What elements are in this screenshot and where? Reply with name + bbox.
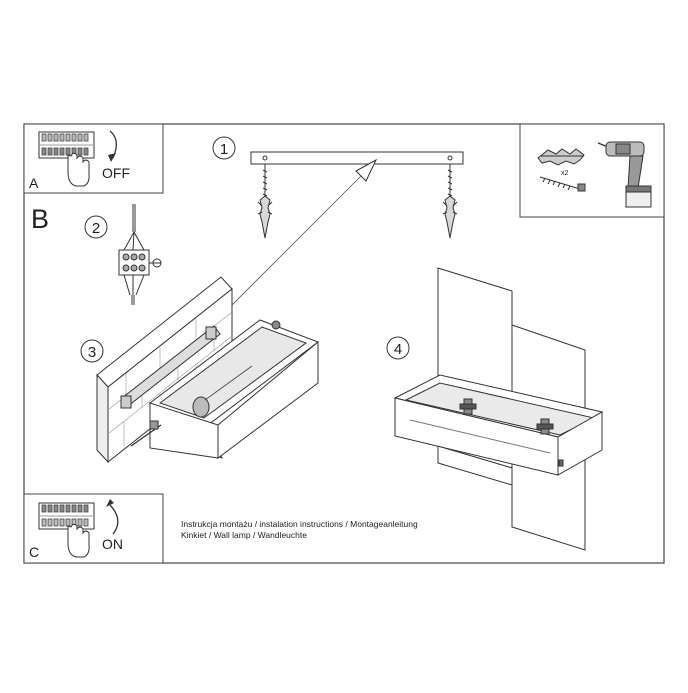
panel-a-letter: A — [29, 175, 39, 191]
hand-icon — [67, 152, 90, 187]
screw-with-plug-left — [257, 164, 273, 239]
bolt-right — [536, 418, 554, 435]
step-4: 4 — [386, 267, 604, 551]
bolt-left — [459, 398, 477, 415]
circuit-breaker-icon — [38, 502, 95, 530]
screw-with-plug-right — [442, 164, 458, 239]
step-1-number: 1 — [220, 141, 228, 158]
wall-plug-icon — [537, 148, 585, 166]
lamp-body — [148, 319, 320, 459]
drill-icon — [597, 141, 652, 208]
step-2-number: 2 — [92, 220, 100, 237]
screw-icon — [539, 176, 586, 192]
curved-arrow-up-icon — [109, 504, 119, 535]
tools-panel: x2 — [519, 123, 665, 218]
step-3-number: 3 — [88, 344, 96, 361]
step-1: 1 — [127, 136, 464, 410]
panel-b-letter: B — [31, 204, 49, 234]
outer-frame — [23, 123, 665, 564]
step-1-badge — [212, 136, 236, 160]
lamp-socket — [192, 396, 210, 418]
step-2-badge — [84, 215, 108, 239]
wall-plate — [96, 276, 233, 464]
step-3: 3 — [80, 276, 320, 464]
caption-instructions: Instrukcja montażu / instalation instruc… — [181, 519, 418, 529]
mounting-screw — [130, 420, 162, 447]
step-3-badge — [80, 339, 104, 363]
panel-c: C ON — [23, 493, 164, 564]
terminal-block — [118, 204, 162, 305]
circuit-breaker-icon — [38, 131, 95, 159]
step-2: 2 — [84, 204, 162, 305]
panel-c-letter: C — [29, 544, 39, 560]
panel-a: A OFF — [23, 123, 164, 194]
caption-product: Kinkiet / Wall lamp / Wandleuchte — [181, 530, 307, 540]
quantity-label: x2 — [561, 170, 569, 177]
mounting-rail — [250, 151, 464, 165]
hand-icon — [67, 523, 90, 558]
step-4-number: 4 — [394, 341, 402, 358]
assembly-arrowhead — [355, 158, 378, 182]
step-4-badge — [386, 336, 410, 360]
panel-a-state-label: OFF — [102, 165, 130, 181]
panel-c-state-label: ON — [102, 536, 123, 552]
